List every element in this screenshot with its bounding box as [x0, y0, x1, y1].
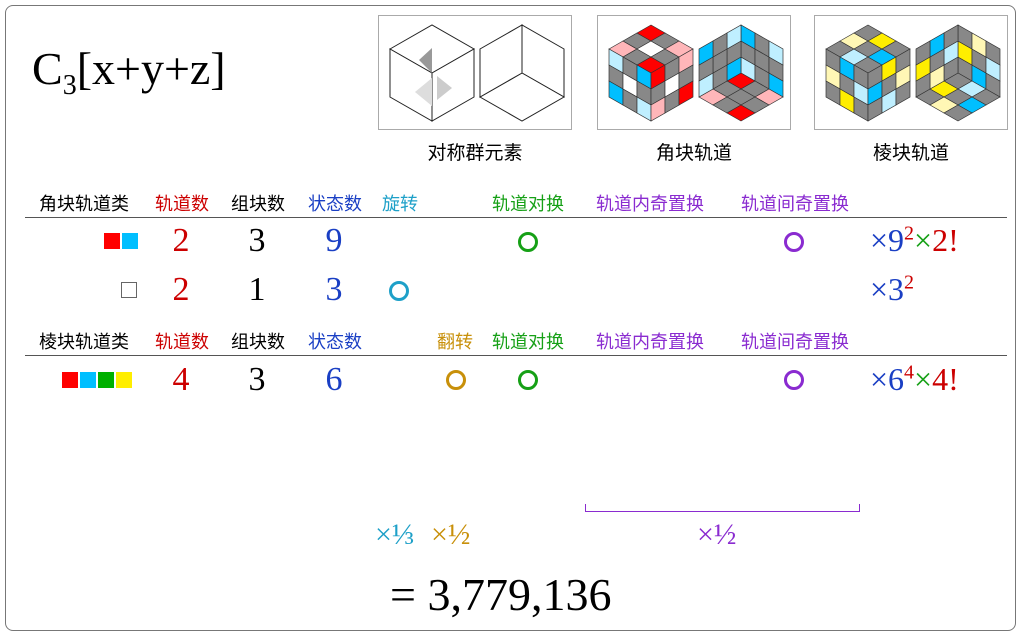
states-value: 6 [325, 361, 343, 398]
pieces-value: 1 [248, 271, 266, 308]
cube-facet [943, 104, 973, 122]
swatch-red [104, 233, 120, 249]
header-orbits: 轨道数 [155, 332, 209, 353]
multiplier: ×92×2! [870, 222, 959, 258]
total-count: = 3,779,136 [390, 569, 612, 620]
states-value: 9 [325, 222, 343, 259]
third-factor: ×⅓ [375, 518, 415, 551]
header-intra: 轨道内奇置换 [596, 194, 704, 215]
pieces-value: 3 [248, 361, 266, 398]
orbits-value: 2 [172, 271, 190, 308]
header-inter: 轨道间奇置换 [741, 332, 849, 353]
symmetry-label: 对称群元素 [427, 142, 523, 164]
header-divider [25, 355, 1007, 356]
swap-mark-icon [518, 370, 538, 390]
inter-mark-icon [784, 232, 804, 252]
rotation-mark-icon [389, 281, 409, 301]
header-states: 状态数 [308, 194, 362, 215]
swatches [102, 233, 138, 253]
half-factor-flip: ×½ [431, 518, 471, 551]
bracket [585, 504, 860, 512]
cube-facet [698, 40, 714, 66]
header-pieces: 组块数 [231, 194, 285, 215]
edge-orbit-label: 棱块轨道 [872, 142, 949, 164]
multiplier: ×32 [870, 271, 915, 307]
header-states: 状态数 [308, 332, 362, 353]
symmetry-cube-icon [378, 15, 572, 130]
cube-facet [895, 80, 911, 106]
swatch-white [121, 282, 137, 298]
orbits-value: 4 [172, 361, 190, 398]
header-inter: 轨道间奇置换 [741, 194, 849, 215]
header-pieces: 组块数 [231, 332, 285, 353]
cube-facet [415, 78, 432, 106]
header-intra: 轨道内奇置换 [596, 332, 704, 353]
header-rotation: 旋转 [382, 194, 418, 215]
frame-border [5, 5, 1016, 631]
header-orbits: 轨道数 [155, 194, 209, 215]
multiplier: ×64×4! [870, 361, 959, 397]
states-value: 3 [325, 271, 343, 308]
swatch-blue [122, 233, 138, 249]
inter-mark-icon [784, 370, 804, 390]
header-swap: 轨道对换 [492, 332, 564, 353]
group-title: C3[x+y+z] [32, 43, 226, 102]
header-swap: 轨道对换 [492, 194, 564, 215]
cube-facet [985, 40, 1001, 66]
cube-facet [726, 104, 756, 122]
edge-orbit-cube-icon [814, 15, 1008, 130]
header-divider [25, 217, 1007, 218]
header-corner-class: 角块轨道类 [39, 194, 129, 215]
pieces-value: 3 [248, 222, 266, 259]
orbits-value: 2 [172, 222, 190, 259]
cube-facet [915, 40, 931, 66]
cube-facet [768, 40, 784, 66]
corner-orbit-cube-icon [597, 15, 791, 130]
swatch-green [98, 372, 114, 388]
cube-facet [437, 76, 452, 100]
header-flip: 翻转 [437, 332, 473, 353]
half-factor-parity: ×½ [697, 518, 737, 551]
cube-facet [479, 24, 523, 98]
header-edge-class: 棱块轨道类 [39, 332, 129, 353]
cube-facet [419, 48, 432, 73]
flip-mark-icon [446, 370, 466, 390]
corner-orbit-label: 角块轨道 [655, 142, 732, 164]
swatch-blue [80, 372, 96, 388]
swatch-red [62, 372, 78, 388]
swatches [119, 282, 137, 302]
cube-facet [678, 80, 694, 106]
swatch-yellow [116, 372, 132, 388]
swap-mark-icon [518, 232, 538, 252]
swatches [60, 372, 132, 392]
